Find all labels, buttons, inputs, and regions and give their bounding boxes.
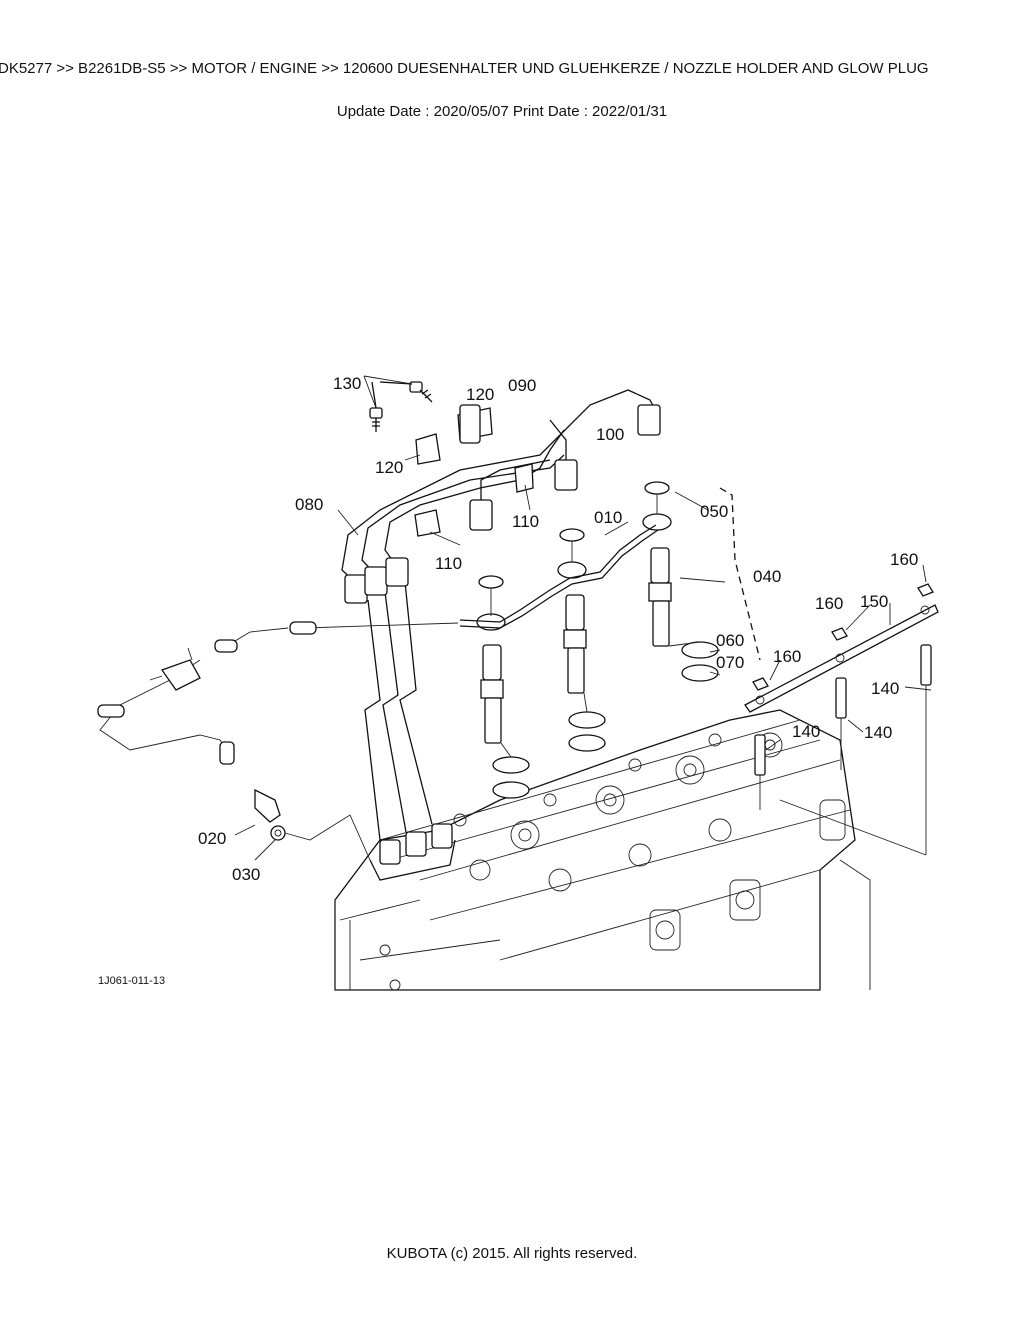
leader-lines xyxy=(234,375,932,861)
page-header-dates: Update Date : 2020/05/07 Print Date : 20… xyxy=(336,103,668,120)
callout-100: 100 xyxy=(596,425,624,444)
callout-110-right: 110 xyxy=(512,512,539,531)
callout-050: 050 xyxy=(700,502,728,521)
cylinder-head xyxy=(334,709,871,991)
callout-160-left: 160 xyxy=(773,647,801,666)
callout-120-top: 120 xyxy=(466,385,494,404)
nozzle-holders xyxy=(97,481,719,861)
group-bracket-040 xyxy=(719,487,761,661)
callout-160-right: 160 xyxy=(890,550,918,569)
callout-110-left: 110 xyxy=(435,554,462,573)
callout-060: 060 xyxy=(716,631,744,650)
callout-150: 150 xyxy=(860,592,888,611)
page-footer-copyright: KUBOTA (c) 2015. All rights reserved. xyxy=(386,1245,638,1262)
leader-040 xyxy=(679,577,726,583)
callout-070: 070 xyxy=(716,653,744,672)
callout-140-mid: 140 xyxy=(864,723,892,742)
callout-130: 130 xyxy=(333,374,361,393)
injection-pump-outlets xyxy=(369,823,456,881)
parts-diagram: 130 120 090 100 120 080 110 110 010 050 … xyxy=(97,374,939,991)
callout-040: 040 xyxy=(753,567,781,586)
callout-090: 090 xyxy=(508,376,536,395)
injection-pipes xyxy=(341,389,661,841)
callout-140-left: 140 xyxy=(792,722,820,741)
callout-140-right: 140 xyxy=(871,679,899,698)
drawing-code: 1J061-011-13 xyxy=(98,975,165,987)
callout-020: 020 xyxy=(198,829,226,848)
glow-plugs xyxy=(744,583,939,856)
bolts-130 xyxy=(369,381,433,432)
callout-010: 010 xyxy=(594,508,622,527)
callout-120-left: 120 xyxy=(375,458,403,477)
callout-030: 030 xyxy=(232,865,260,884)
callout-080: 080 xyxy=(295,495,323,514)
callout-160-mid: 160 xyxy=(815,594,843,613)
page-header-title: DK5277 >> B2261DB-S5 >> MOTOR / ENGINE >… xyxy=(0,60,929,77)
